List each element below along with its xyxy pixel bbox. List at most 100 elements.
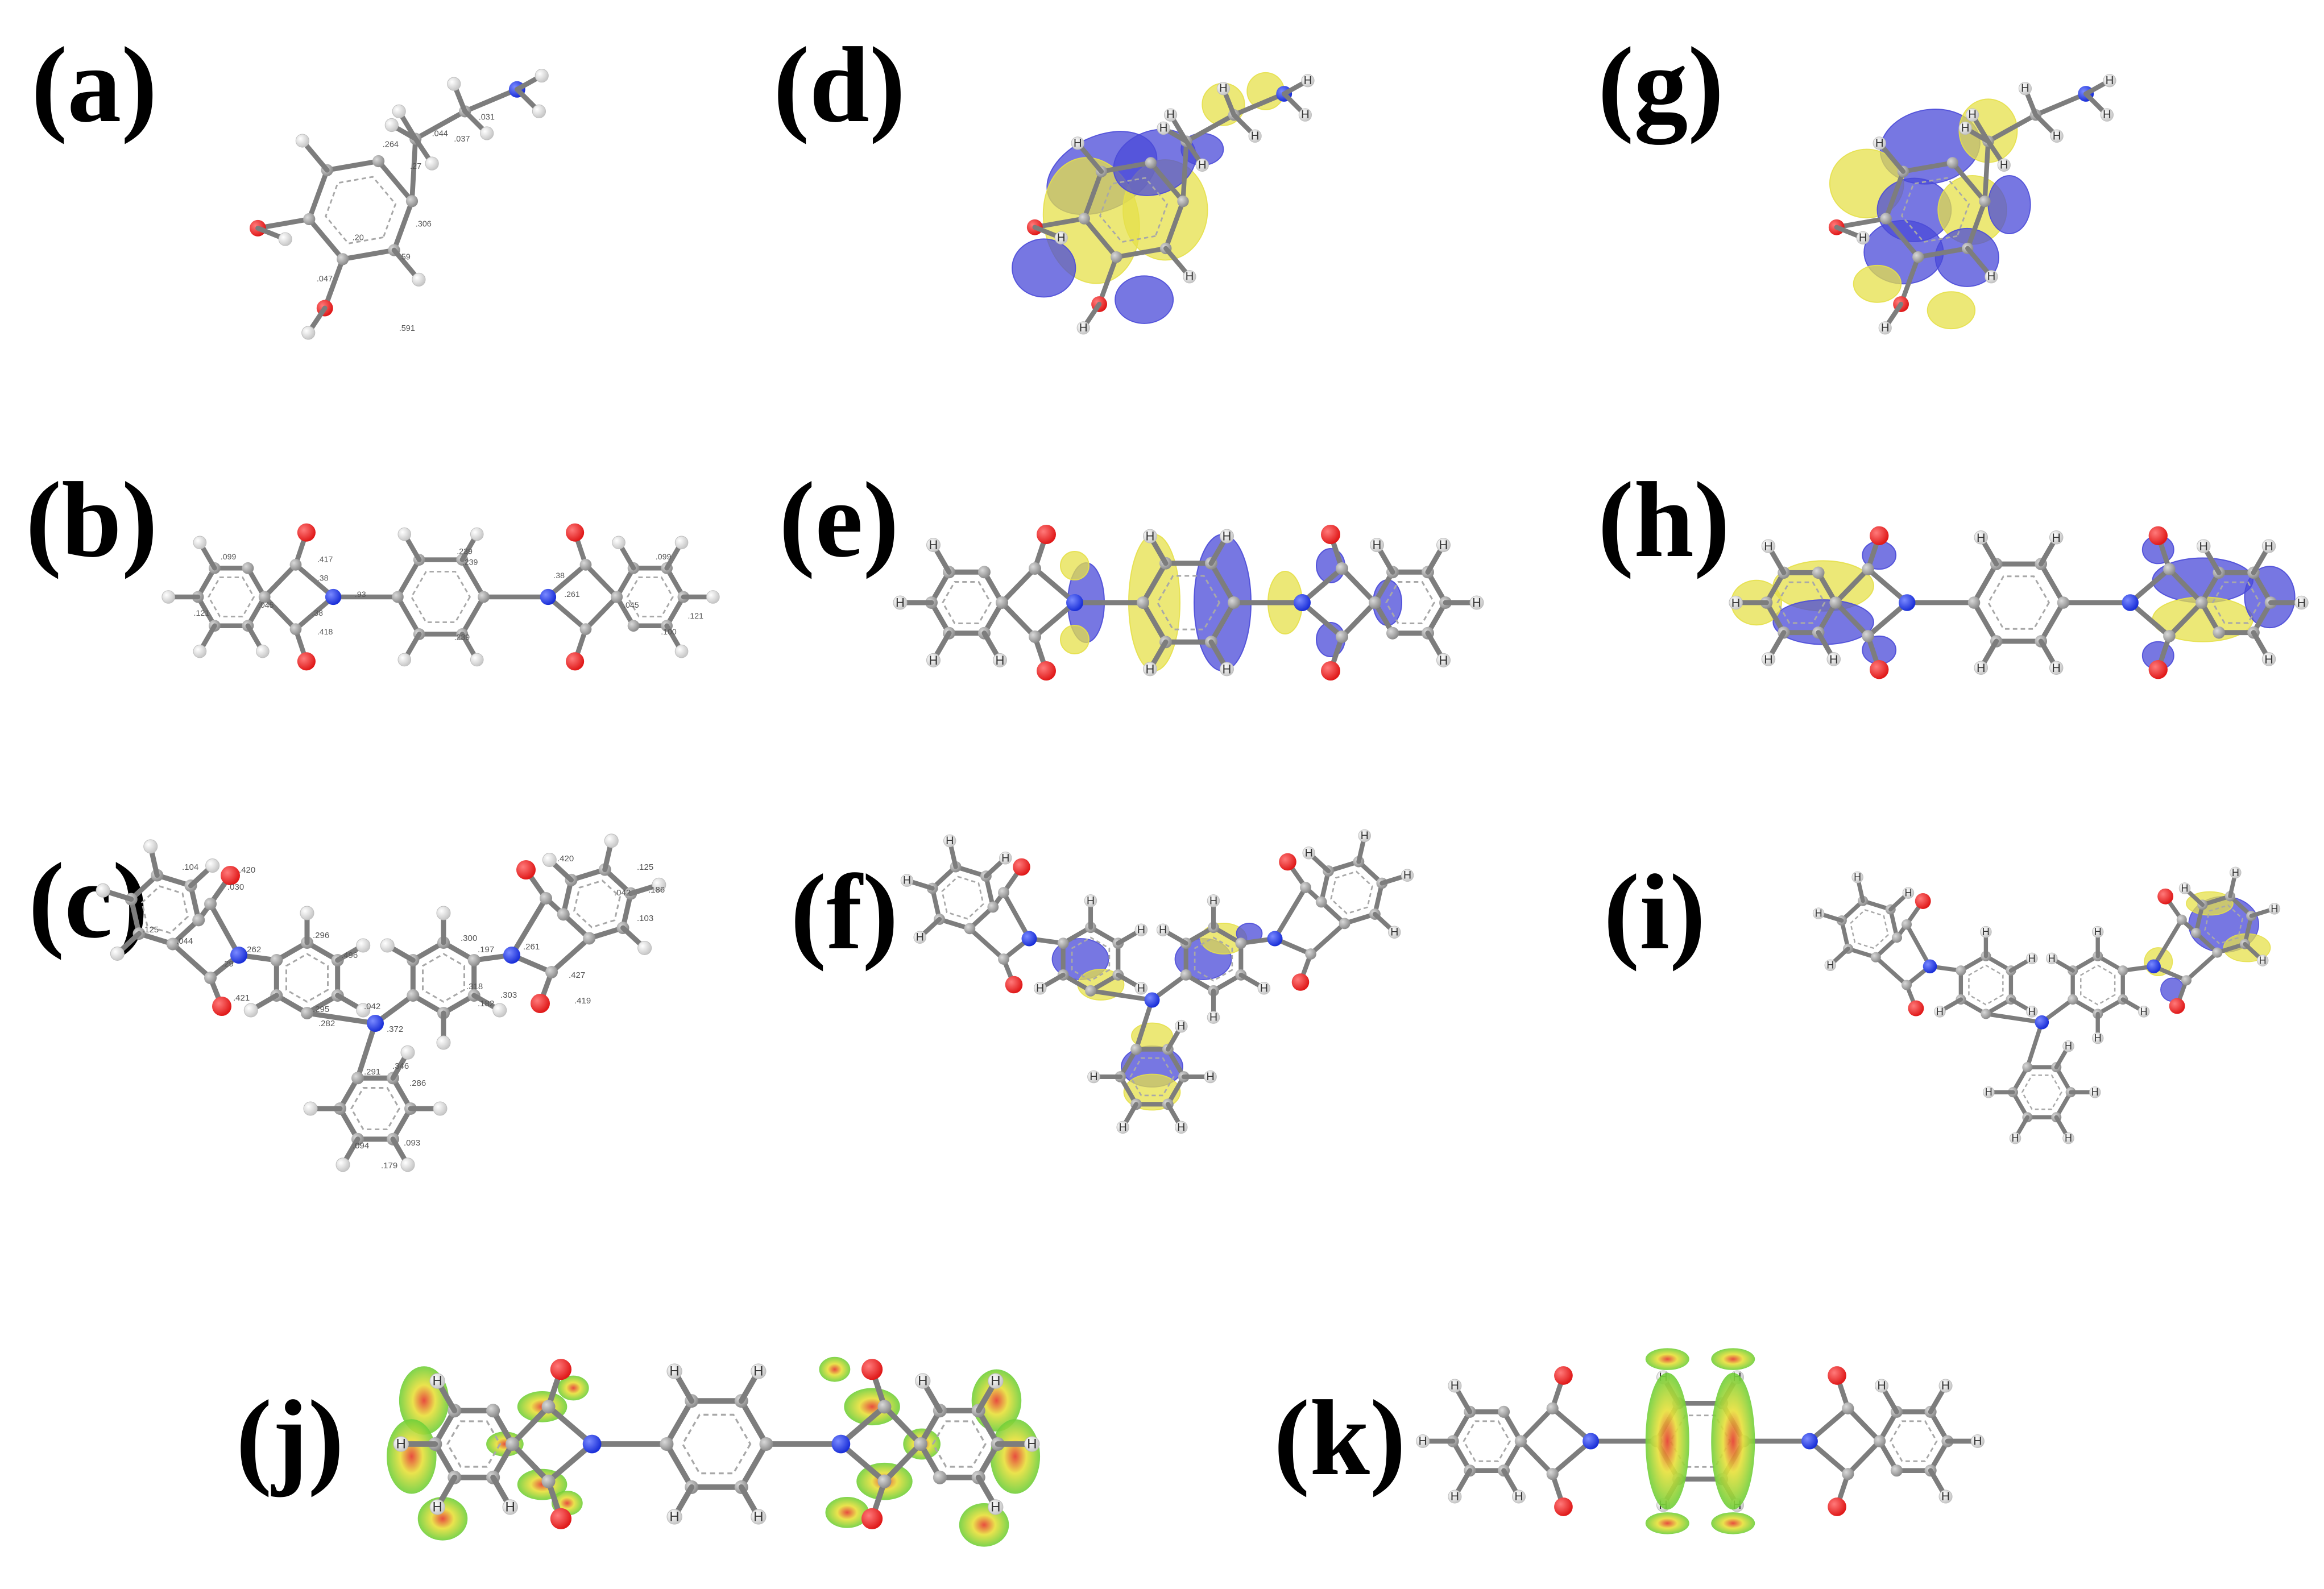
carbon-atom xyxy=(583,932,596,945)
carbon-atom xyxy=(2118,965,2128,976)
atom-charge-label: .125 xyxy=(142,925,159,935)
aromatic-ring xyxy=(573,879,621,928)
hydrogen-atom xyxy=(1511,1490,1526,1504)
fukui-isosurface xyxy=(387,1419,437,1494)
hydrogen-atom xyxy=(535,69,549,83)
oxygen-atom xyxy=(516,860,536,879)
hydrogen-atom xyxy=(1195,158,1209,172)
bond xyxy=(304,1010,378,1026)
hydrogen-atom xyxy=(1175,1019,1188,1033)
bond xyxy=(1904,922,1932,969)
bond xyxy=(293,562,336,600)
carbon-atom xyxy=(545,966,558,978)
carbon-atom xyxy=(1880,213,1892,225)
nitrogen-atom xyxy=(367,1015,384,1032)
hydrogen-label: H xyxy=(2259,955,2267,966)
bond xyxy=(1082,169,1104,221)
hydrogen-atom xyxy=(400,1157,415,1172)
hydrogen-atom xyxy=(470,527,484,541)
hydrogen-atom xyxy=(356,1003,371,1018)
hydrogen-label: H xyxy=(2264,539,2273,553)
atom-charge-label: .045 xyxy=(258,601,274,610)
hydrogen-label: H xyxy=(2094,926,2102,937)
bond xyxy=(838,1404,888,1447)
hydrogen-label: H xyxy=(1373,538,1382,552)
hydrogen-atom xyxy=(1134,982,1148,995)
aromatic-ring xyxy=(350,1086,400,1131)
bond xyxy=(462,86,520,114)
hydrogen-label: H xyxy=(2181,882,2189,894)
hydrogen-label: H xyxy=(1987,271,1996,283)
bond xyxy=(2184,950,2220,983)
atom-charge-label: .099 xyxy=(656,553,672,562)
bond xyxy=(738,1441,769,1490)
hydrogen-label: H xyxy=(2094,1032,2102,1044)
hydrogen-atom xyxy=(1873,136,1886,150)
carbon-atom xyxy=(1546,1402,1559,1414)
bond xyxy=(1550,1438,1593,1477)
carbon-atom xyxy=(2191,928,2202,939)
oxygen-atom xyxy=(566,652,585,671)
carbon-atom xyxy=(2195,596,2208,609)
bond xyxy=(999,566,1038,605)
hydrogen-atom xyxy=(1934,1006,1946,1018)
bond xyxy=(293,594,336,632)
bond xyxy=(2127,566,2172,605)
atom-charge-label: .121 xyxy=(194,609,210,618)
carbon-atom xyxy=(1842,1402,1854,1414)
carbon-atom xyxy=(467,954,480,966)
hydrogen-atom xyxy=(2062,1132,2074,1144)
hydrogen-label: H xyxy=(1451,1490,1459,1503)
hydrogen-atom xyxy=(143,839,158,854)
hydrogen-atom xyxy=(470,653,484,667)
atom-charge-label: .042 xyxy=(614,888,631,898)
hydrogen-atom xyxy=(256,644,270,658)
nitrogen-atom xyxy=(1021,931,1037,947)
carbon-atom xyxy=(2163,630,2176,642)
hydrogen-label: H xyxy=(1119,1121,1127,1134)
atom-charge-label: .044 xyxy=(432,129,448,138)
carbon-atom xyxy=(1862,630,1874,642)
aromatic-ring xyxy=(1099,177,1169,243)
bond xyxy=(262,594,299,632)
hydrogen-label: H xyxy=(1186,271,1194,283)
bond xyxy=(1873,955,1909,988)
hydrogen-label: H xyxy=(1057,231,1066,244)
carbon-atom xyxy=(540,892,552,905)
hydrogen-label: H xyxy=(1137,924,1145,936)
oxygen-atom xyxy=(212,997,231,1016)
hydrogen-label: H xyxy=(2103,109,2111,121)
hydrogen-label: H xyxy=(1177,1020,1185,1032)
bond xyxy=(1807,1438,1851,1477)
molecule-panel-b-svg: .099.417.38.121.045.38.418.93.239.239.23… xyxy=(161,523,720,671)
hydrogen-atom xyxy=(1997,158,2011,172)
hydrogen-label: H xyxy=(1074,137,1082,150)
carbon-atom xyxy=(270,954,283,966)
oxygen-atom xyxy=(550,1508,572,1529)
bond xyxy=(1982,139,1991,204)
hydrogen-atom xyxy=(1388,926,1401,939)
aromatic-ring xyxy=(1385,580,1435,625)
hydrogen-atom xyxy=(301,326,316,340)
hydrogen-atom xyxy=(2230,866,2242,879)
hydrogen-label: H xyxy=(1982,926,1990,937)
carbon-atom xyxy=(1177,195,1189,208)
atom-charge-label: .427 xyxy=(569,970,585,980)
carbon-atom xyxy=(1497,1405,1510,1418)
aromatic-ring xyxy=(941,876,984,920)
hydrogen-atom xyxy=(1175,1121,1188,1134)
nitrogen-atom xyxy=(1583,1433,1599,1450)
hydrogen-atom xyxy=(425,156,439,171)
atom-charge-label: .38 xyxy=(317,574,329,583)
hydrogen-label: H xyxy=(996,653,1005,667)
bond xyxy=(1883,169,1906,221)
fukui-isosurface xyxy=(1711,1348,1755,1370)
fukui-isosurface xyxy=(1645,1372,1689,1510)
hydrogen-atom xyxy=(1958,121,1972,135)
carbon-atom xyxy=(627,620,640,632)
aromatic-ring xyxy=(2211,581,2261,624)
hydrogen-atom xyxy=(1204,1070,1217,1084)
hydrogen-atom xyxy=(1851,871,1863,883)
hydrogen-label: H xyxy=(1304,74,1312,87)
